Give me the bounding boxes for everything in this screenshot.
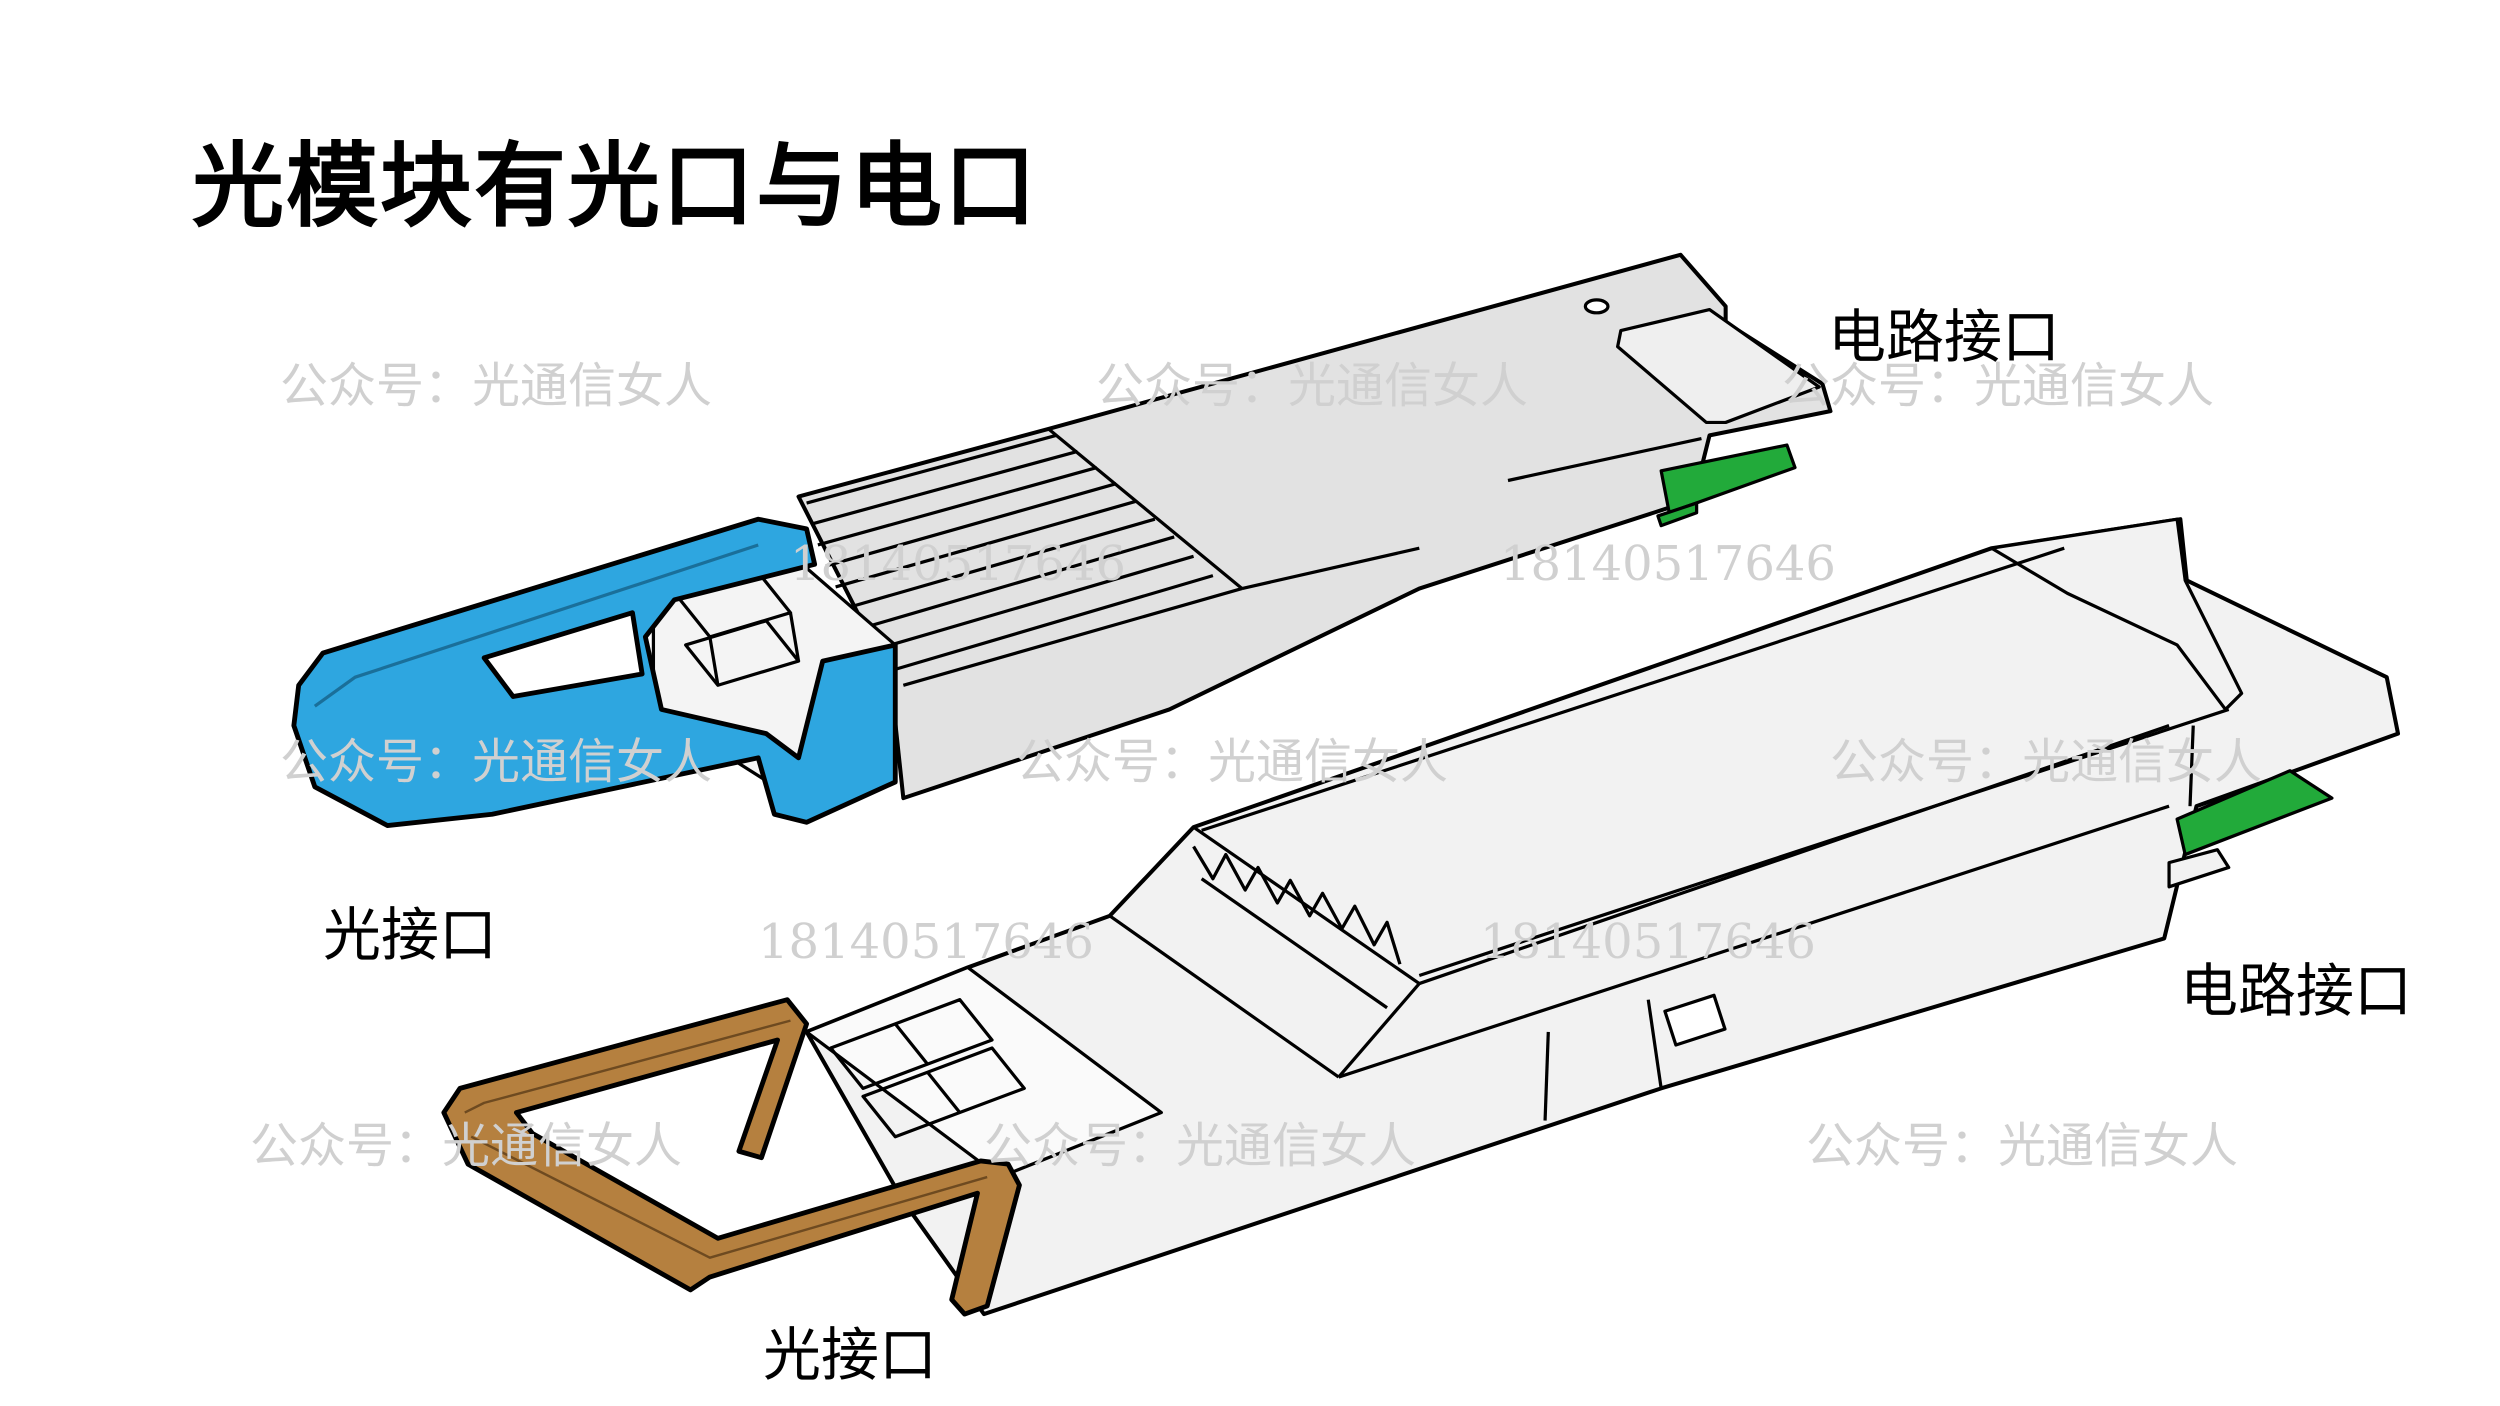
- upper-module-screw-hole: [1583, 298, 1610, 315]
- lower-optical-interface-label: 光接口: [763, 1321, 938, 1389]
- watermark-account: 公众号：光通信女人: [280, 358, 713, 414]
- upper-optical-interface-label: 光接口: [323, 901, 498, 969]
- watermark-account: 公众号：光通信女人: [280, 734, 713, 790]
- watermark-account: 公众号：光通信女人: [1806, 1118, 2239, 1174]
- upper-module-heatsink-fins: [806, 427, 1420, 687]
- upper-module-body: [796, 252, 1833, 801]
- lower-electrical-interface-label: 电路接口: [2180, 957, 2413, 1025]
- watermark-phone: 18140517646: [758, 914, 1094, 970]
- lower-module: [441, 517, 2401, 1317]
- upper-electrical-interface-label: 电路接口: [1828, 303, 2061, 371]
- upper-module-pcb-lower: [1656, 501, 1699, 528]
- watermark-phone: 18140517646: [790, 536, 1126, 592]
- watermark-account: 公众号：光通信女人: [1830, 734, 2263, 790]
- watermark-phone: 18140517646: [1500, 536, 1836, 592]
- watermark-phone: 18140517646: [1480, 914, 1816, 970]
- page-title: 光模块有光口与电口: [192, 133, 1039, 240]
- watermark-account: 公众号：光通信女人: [1096, 358, 1529, 414]
- watermark-account: 公众号：光通信女人: [1782, 358, 2215, 414]
- lower-module-latch-area: [1990, 517, 2244, 712]
- watermark-account: 公众号：光通信女人: [1016, 734, 1449, 790]
- upper-module-pcb-edge: [1659, 443, 1797, 515]
- lower-module-handle: [441, 997, 1022, 1317]
- watermark-account: 公众号：光通信女人: [984, 1118, 1417, 1174]
- upper-module: [291, 252, 1833, 828]
- upper-module-latch-frame: [1616, 307, 1821, 425]
- lower-module-optical-port: [804, 965, 1163, 1179]
- watermark-account: 公众号：光通信女人: [250, 1118, 683, 1174]
- lower-module-pcb-edge: [2175, 769, 2334, 857]
- lower-module-heatsink-fins: [1192, 845, 1402, 1010]
- upper-module-pull-tab: [291, 516, 898, 828]
